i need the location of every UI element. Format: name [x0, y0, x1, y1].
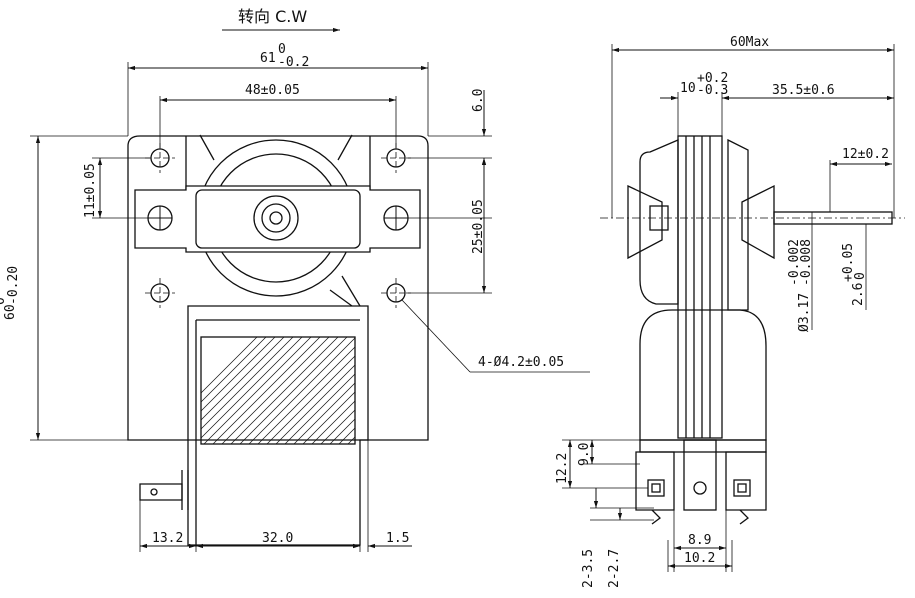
coil-hatch-line: [239, 337, 348, 444]
coil-hatch-line: [411, 337, 518, 444]
front-view: [127, 134, 518, 546]
coil-frame: [187, 305, 369, 546]
coil-hatch-line: [201, 337, 285, 421]
svg-text:+0.05: +0.05: [841, 243, 856, 282]
vertical-25-label: 25±0.05: [471, 199, 486, 254]
terminal-tab: [139, 483, 183, 501]
coil-winding: [200, 336, 356, 445]
coil-hatch-line: [366, 337, 473, 444]
pin-2-label: 2-2.7: [607, 549, 622, 588]
front-dimensions: [30, 62, 590, 552]
svg-text:-0.002: -0.002: [787, 239, 802, 286]
width-label: 61: [260, 51, 276, 66]
overall-length-label: 60Max: [730, 35, 769, 50]
frame-plate: [127, 135, 429, 441]
top-offset-label: 6.0: [471, 89, 486, 112]
shaft-dia-label: Ø3.17: [797, 293, 812, 332]
fan-blade-right: [741, 184, 775, 260]
coil-hatch-line: [248, 337, 355, 444]
left-offset-label: 11±0.05: [83, 163, 98, 218]
svg-text:-0.2: -0.2: [278, 55, 309, 70]
coil-hatch-line: [329, 418, 355, 444]
coil-body: [639, 309, 767, 441]
inner-width-label: 8.9: [688, 533, 711, 548]
svg-text:-0.20: -0.20: [6, 266, 21, 305]
coil-hatch-line: [221, 337, 330, 444]
flat-length-label: 12±0.2: [842, 147, 889, 162]
coil-hatch-line: [293, 382, 355, 444]
coil-hatch-line: [302, 391, 355, 444]
coil-hatch-line: [266, 355, 355, 444]
coil-hatch-line: [384, 337, 491, 444]
coil-hatch-line: [201, 337, 267, 403]
svg-text:0: 0: [278, 42, 286, 57]
stator-stack: [677, 135, 723, 439]
coil-hatch-line: [201, 337, 276, 412]
coil-hatch-line: [212, 337, 321, 444]
coil-hatch-line: [203, 337, 312, 444]
coil-hatch-line: [393, 337, 500, 444]
svg-text:0: 0: [0, 297, 8, 305]
svg-text:+0.2: +0.2: [697, 71, 728, 86]
fan-blade-left: [627, 184, 663, 260]
coil-hatch-line: [284, 373, 355, 444]
hole-spacing-label: 48±0.05: [245, 83, 300, 98]
coil-hatch-line: [201, 337, 294, 430]
coil-hatch-line: [402, 337, 509, 444]
coil-hatch-line: [275, 364, 355, 444]
pin-1-label: 2-3.5: [581, 549, 596, 588]
coil-hatch-line: [257, 346, 355, 444]
outer-width-label: 10.2: [684, 551, 715, 566]
flat-dim-label: 2.6: [851, 283, 866, 306]
mounting-bracket: [134, 185, 421, 253]
thickness-label: 10: [680, 81, 696, 96]
holes-label: 4-Ø4.2±0.05: [478, 355, 564, 370]
svg-text:-0.008: -0.008: [799, 239, 814, 286]
side-view: [600, 135, 905, 525]
coil-hatch-line: [357, 337, 464, 444]
rotation-direction-label: 转向 C.W: [238, 7, 307, 26]
coil-hatch-line: [201, 337, 303, 439]
shaft-length-label: 35.5±0.6: [772, 83, 835, 98]
bottom-left-label: 13.2: [152, 531, 183, 546]
terminal-block-right: [725, 451, 767, 511]
coil-hatch-line: [201, 337, 258, 394]
coil-hatch-line: [311, 400, 355, 444]
svg-text:-0.3: -0.3: [697, 83, 728, 98]
coil-hatch-line: [320, 409, 355, 444]
height-label: 60: [3, 304, 18, 320]
coil-hatch-line: [347, 436, 355, 444]
coil-hatch-line: [230, 337, 339, 444]
bottom-mid-label: 32.0: [262, 531, 293, 546]
terminal-height-2-label: 9.0: [577, 443, 592, 466]
terminal-block-left: [635, 451, 675, 511]
hub: [253, 195, 299, 241]
terminal-height-1-label: 12.2: [555, 453, 570, 484]
side-dimensions: [562, 44, 895, 572]
bottom-right-label: 1.5: [386, 531, 409, 546]
svg-text:0: 0: [853, 272, 868, 280]
